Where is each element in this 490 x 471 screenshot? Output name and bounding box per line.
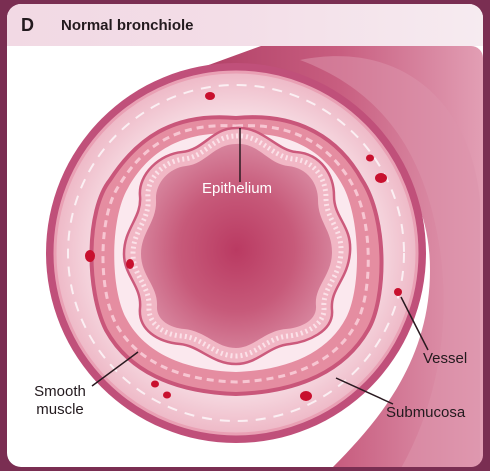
label-submucosa: Submucosa bbox=[386, 404, 465, 422]
airway-lumen bbox=[141, 144, 332, 348]
label-smooth-muscle-line2: muscle bbox=[31, 401, 89, 419]
label-vessel: Vessel bbox=[423, 350, 467, 368]
label-smooth-muscle-line1: Smooth bbox=[31, 383, 89, 401]
label-epithelium: Epithelium bbox=[202, 180, 272, 198]
label-smooth-muscle: Smooth muscle bbox=[31, 383, 89, 419]
